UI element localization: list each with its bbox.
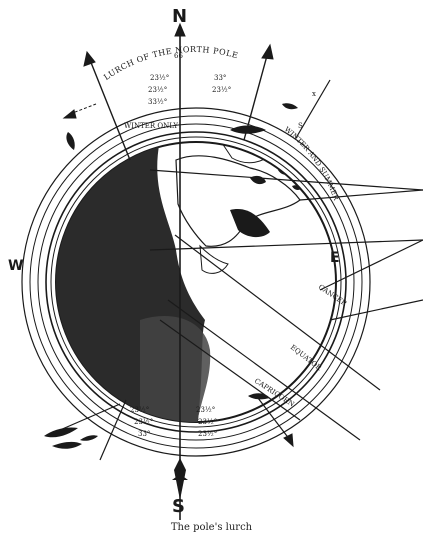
top-deg-row2-left: 23½° bbox=[148, 86, 167, 94]
compass-south: S bbox=[172, 496, 185, 517]
top-deg-row2-right: 23½° bbox=[212, 86, 231, 94]
figure-caption: The pole's lurch bbox=[0, 522, 423, 533]
bottom-deg-row3-left: 33° bbox=[138, 430, 150, 438]
bottom-deg-row2-left: 23½° bbox=[134, 418, 153, 426]
bottom-deg-row3-right: 23½° bbox=[198, 430, 217, 438]
compass-east: E bbox=[330, 250, 340, 266]
bottom-deg-row1-left: 23½° bbox=[130, 406, 149, 414]
label-summer-mark: S bbox=[298, 122, 303, 130]
top-deg-row3-center: 33½° bbox=[148, 98, 167, 106]
label-arrow-sym: x bbox=[312, 90, 316, 98]
bottom-deg-row1-right: 23½° bbox=[196, 406, 215, 414]
label-winter-only: WINTER ONLY bbox=[124, 122, 178, 130]
top-deg-row1-right: 33° bbox=[214, 74, 226, 82]
label-66: 66 bbox=[174, 52, 183, 60]
compass-west: W bbox=[8, 258, 23, 274]
earth-globe bbox=[40, 120, 336, 440]
top-deg-row1-left: 23½° bbox=[150, 74, 169, 82]
top-degree-labels: 23½° 33° 23½° 23½° 33½° bbox=[148, 74, 231, 106]
compass-north: N bbox=[172, 6, 187, 27]
bottom-deg-row2-right: 23½° bbox=[198, 418, 217, 426]
